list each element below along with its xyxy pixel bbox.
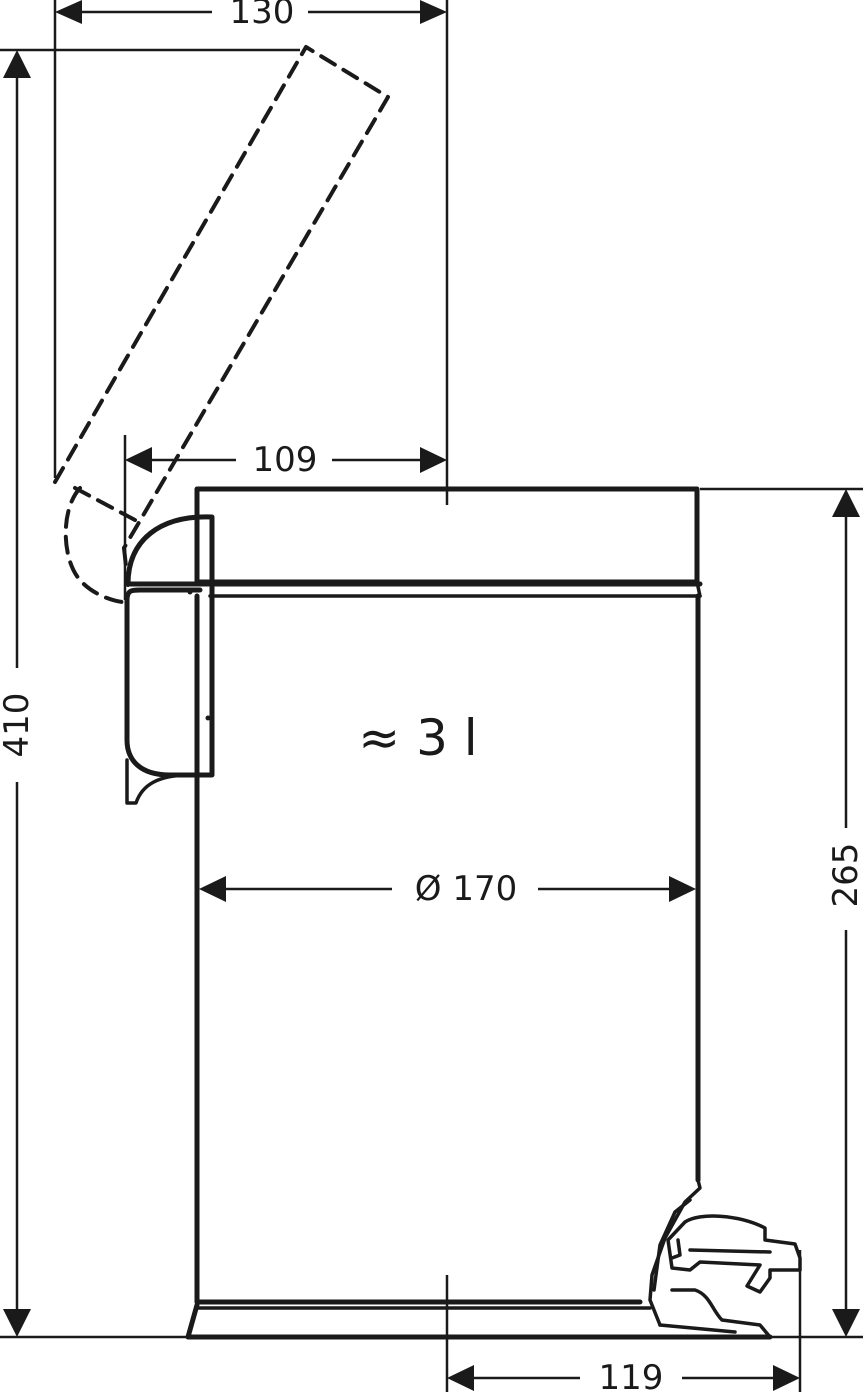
rim-edge bbox=[695, 580, 702, 598]
hinge-pin bbox=[187, 589, 193, 595]
arrow-bottom bbox=[3, 1309, 31, 1337]
capacity-label: ≈ 3 l bbox=[358, 709, 477, 767]
dimension-130: 130 bbox=[55, 0, 447, 32]
arrow-top bbox=[832, 489, 860, 517]
dimension-119: 119 bbox=[447, 1358, 800, 1392]
arrow-bottom bbox=[832, 1309, 860, 1337]
dimension-label-119: 119 bbox=[599, 1358, 664, 1392]
lid-hinge bbox=[124, 514, 215, 805]
pedal-hinge bbox=[670, 1238, 682, 1260]
dimension-label-410: 410 bbox=[0, 693, 37, 758]
arrow-top bbox=[3, 50, 31, 78]
arrow-left bbox=[199, 876, 226, 902]
arrow-right bbox=[773, 1365, 800, 1391]
open-lid-dashed bbox=[53, 45, 390, 604]
hinge-outline bbox=[124, 514, 215, 778]
bin-base-foot bbox=[185, 1302, 773, 1340]
pedal-foot bbox=[670, 1288, 772, 1339]
bin-body bbox=[127, 486, 773, 1340]
arrow-right bbox=[420, 447, 447, 473]
arrow-left bbox=[55, 0, 82, 24]
dimension-label-265: 265 bbox=[826, 843, 863, 908]
arrow-right bbox=[420, 0, 447, 24]
dimension-label-109: 109 bbox=[253, 440, 318, 480]
arrow-right bbox=[669, 876, 696, 902]
open-lid-edge bbox=[73, 486, 137, 522]
open-lid-outline bbox=[53, 45, 390, 550]
dimension-label-130: 130 bbox=[230, 0, 295, 32]
arrow-left bbox=[125, 447, 152, 473]
dimension-410: 410 bbox=[0, 50, 37, 1337]
pedal-lever bbox=[666, 1214, 802, 1294]
hinge-lower bbox=[125, 758, 192, 805]
pedal-mechanism bbox=[648, 1178, 802, 1339]
open-lid-link bbox=[122, 546, 130, 587]
dimension-label-diameter: Ø 170 bbox=[415, 869, 517, 909]
dimension-265: 265 bbox=[826, 489, 863, 1337]
pedal-arm-inner bbox=[652, 1198, 692, 1292]
pedal-detail bbox=[688, 1248, 772, 1254]
arrow-left bbox=[447, 1365, 474, 1391]
dimension-109: 109 bbox=[125, 440, 447, 480]
pedal-foot-inner bbox=[658, 1323, 737, 1334]
open-lid-hinge-curve bbox=[63, 486, 124, 604]
hinge-pin bbox=[205, 715, 211, 721]
dimension-diameter: Ø 170 bbox=[199, 869, 696, 909]
